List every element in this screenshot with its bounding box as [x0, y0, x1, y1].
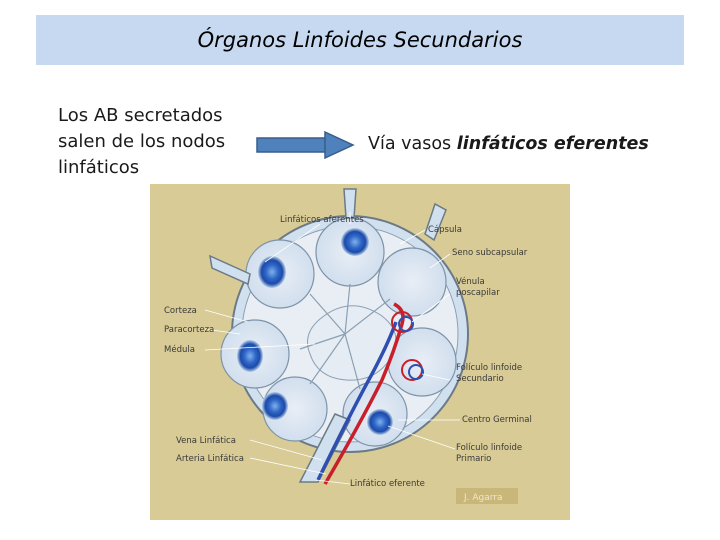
label-germinal: Centro Germinal: [462, 415, 532, 425]
label-paracortex: Paracorteza: [164, 325, 214, 335]
lymph-node-diagram: Linfáticos aferentes Cápsula Seno subcap…: [150, 184, 570, 520]
title-bar: Órganos Linfoides Secundarios: [36, 15, 684, 65]
right-arrow-icon: [256, 130, 355, 160]
lymphatic-artery: [323, 302, 405, 485]
label-efferent: Linfático eferente: [350, 479, 425, 489]
label-afferent: Linfáticos aferentes: [280, 215, 364, 225]
efferent-lymphatic: [298, 413, 352, 483]
watermark: J. Agarra: [463, 493, 503, 503]
watermark-box: [456, 488, 518, 504]
label-medulla: Médula: [164, 344, 195, 355]
left-text-line-2: salen de los nodos: [58, 131, 226, 152]
left-text-block: Los AB secretados salen de los nodos lin…: [58, 103, 258, 181]
slide-title: Órganos Linfoides Secundarios: [197, 28, 523, 52]
leader-lines: [204, 212, 460, 485]
label-venule-2: poscapilar: [456, 288, 500, 298]
medullary-cords: [299, 283, 391, 390]
lymphoid-follicles: [237, 228, 393, 435]
label-secondary-2: Secundario: [456, 374, 504, 384]
right-text-emphasis: linfáticos eferentes: [456, 134, 649, 154]
label-secondary-1: Folículo linfoide: [456, 363, 522, 373]
right-text: Vía vasos linfáticos eferentes: [368, 134, 649, 154]
label-primary-2: Primario: [456, 454, 491, 464]
label-venule-1: Vénula: [456, 276, 485, 287]
label-cortex: Corteza: [164, 306, 197, 316]
left-text-line-1: Los AB secretados: [58, 105, 223, 126]
afferent-lymphatics: [209, 188, 447, 286]
label-vein: Vena Linfática: [176, 436, 236, 446]
left-text-line-3: linfáticos: [58, 157, 140, 178]
lymphatic-vein: [316, 321, 398, 481]
label-subcapsular: Seno subcapsular: [452, 248, 528, 258]
right-text-prefix: Vía vasos: [368, 134, 452, 154]
label-capsule: Cápsula: [428, 225, 462, 235]
medulla: [307, 305, 397, 381]
label-primary-1: Folículo linfoide: [456, 443, 522, 453]
label-artery: Arteria Linfática: [176, 454, 244, 464]
